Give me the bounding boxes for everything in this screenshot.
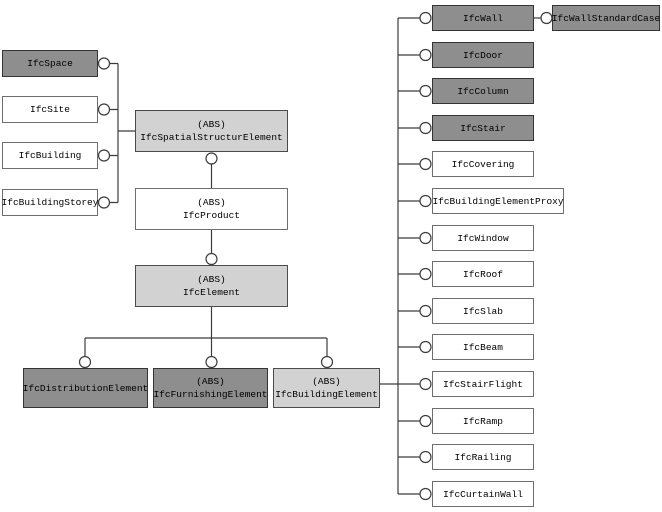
node-label: IfcWallStandardCase	[551, 12, 661, 24]
node-label: IfcSite	[30, 104, 70, 115]
node-ifcspatialstructurelement: (ABS) IfcSpatialStructurElement	[135, 110, 288, 152]
node-ifccovering: IfcCovering	[432, 151, 534, 177]
node-label: IfcFurnishingElement	[153, 389, 268, 400]
node-ifcrailing: IfcRailing	[432, 444, 534, 470]
node-label: IfcSpace	[27, 58, 73, 69]
node-label: IfcBeam	[463, 341, 503, 353]
node-label: IfcBuilding	[18, 150, 82, 161]
node-label: IfcCurtainWall	[443, 488, 523, 500]
node-ifcfurnishingelement: (ABS) IfcFurnishingElement	[153, 368, 268, 408]
node-ifcbuildingelement: (ABS) IfcBuildingElement	[273, 368, 380, 408]
node-label: IfcColumn	[457, 85, 509, 97]
node-ifccurtainwall: IfcCurtainWall	[432, 481, 534, 507]
node-label: IfcStair	[460, 122, 506, 134]
node-label: IfcDistributionElement	[22, 382, 149, 394]
node-ifccolumn: IfcColumn	[432, 78, 534, 104]
node-ifcelement: (ABS) IfcElement	[135, 265, 288, 307]
node-ifcstairflight: IfcStairFlight	[432, 371, 534, 397]
node-label: IfcElement	[182, 287, 240, 298]
abs-marker: (ABS)	[197, 197, 226, 208]
node-label: IfcBuildingStorey	[1, 197, 99, 208]
node-ifcramp: IfcRamp	[432, 408, 534, 434]
node-label: IfcWindow	[457, 232, 509, 244]
node-ifcbuildingelementproxy: IfcBuildingElementProxy	[432, 188, 564, 214]
abs-marker: (ABS)	[312, 376, 341, 387]
node-label: IfcBuildingElementProxy	[432, 195, 564, 207]
node-ifcslab: IfcSlab	[432, 298, 534, 324]
node-ifcbeam: IfcBeam	[432, 334, 534, 360]
abs-marker: (ABS)	[197, 274, 226, 285]
node-ifcroof: IfcRoof	[432, 261, 534, 287]
node-ifcbuildingstorey: IfcBuildingStorey	[2, 189, 98, 216]
node-label: IfcRailing	[454, 451, 512, 463]
node-ifcwallstandardcase: IfcWallStandardCase	[552, 5, 660, 31]
node-label: IfcBuildingElement	[275, 389, 378, 400]
node-label: IfcWall	[463, 12, 503, 24]
node-ifcproduct: (ABS) IfcProduct	[135, 188, 288, 230]
node-ifcbuilding: IfcBuilding	[2, 142, 98, 169]
abs-marker: (ABS)	[196, 376, 225, 387]
node-label: IfcSpatialStructurElement	[140, 132, 283, 143]
node-ifcwindow: IfcWindow	[432, 225, 534, 251]
node-ifcspace: IfcSpace	[2, 50, 98, 77]
abs-marker: (ABS)	[197, 119, 226, 130]
node-ifcdoor: IfcDoor	[432, 42, 534, 68]
node-label: IfcRamp	[463, 415, 503, 427]
inheritance-circles	[78, 11, 553, 501]
node-label: IfcRoof	[463, 268, 503, 280]
node-label: IfcDoor	[463, 49, 503, 61]
node-ifcdistributionelement: IfcDistributionElement	[23, 368, 148, 408]
node-label: IfcCovering	[451, 158, 515, 170]
node-label: IfcProduct	[182, 210, 240, 221]
node-ifcwall: IfcWall	[432, 5, 534, 31]
node-ifcstair: IfcStair	[432, 115, 534, 141]
node-label: IfcStairFlight	[443, 378, 523, 390]
edge-lines	[84, 17, 541, 495]
node-label: IfcSlab	[463, 305, 503, 317]
node-ifcsite: IfcSite	[2, 96, 98, 123]
